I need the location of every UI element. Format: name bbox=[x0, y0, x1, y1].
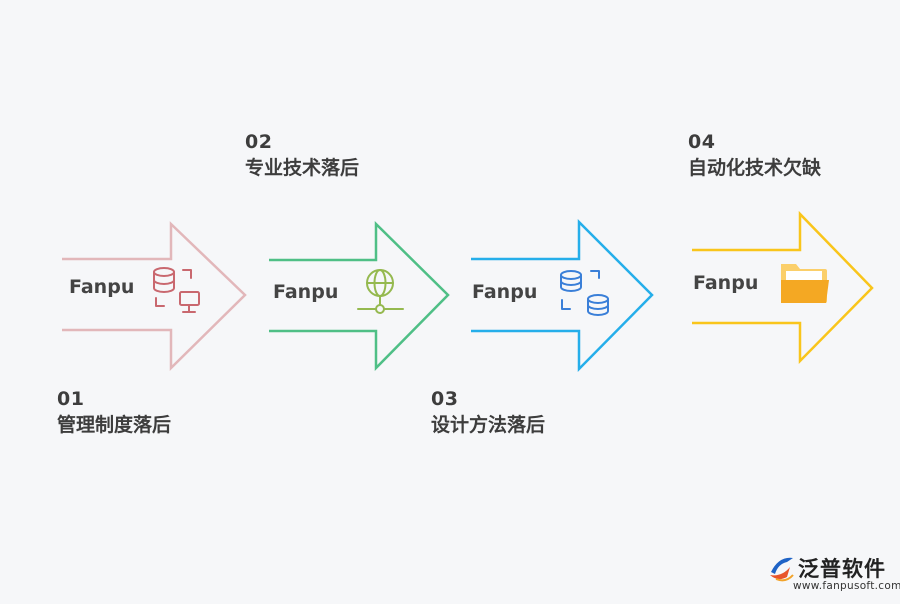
arrow-outline-02 bbox=[269, 221, 450, 372]
step-label-04: 04 自动化技术欠缺 bbox=[688, 131, 821, 181]
arrow-outline-04 bbox=[692, 210, 874, 365]
step-title: 专业技术落后 bbox=[245, 156, 360, 179]
step-label-03: 03 设计方法落后 bbox=[431, 388, 545, 438]
arrow-label-04: Fanpu bbox=[693, 272, 759, 294]
arrow-step-02 bbox=[269, 221, 450, 372]
database-monitor-icon bbox=[153, 267, 200, 313]
step-label-02: 02 专业技术落后 bbox=[245, 131, 359, 181]
arrow-label-03: Fanpu bbox=[472, 281, 538, 303]
folder-icon bbox=[781, 264, 829, 303]
arrow-outline-03 bbox=[471, 218, 654, 373]
step-number: 03 bbox=[431, 388, 459, 410]
arrow-step-01 bbox=[62, 221, 247, 371]
step-title: 管理制度落后 bbox=[57, 413, 172, 436]
watermark-url: www.fanpusoft.com bbox=[793, 580, 900, 592]
step-title: 自动化技术欠缺 bbox=[688, 156, 822, 179]
step-number: 01 bbox=[57, 388, 85, 410]
arrow-step-03 bbox=[471, 218, 654, 373]
database-transfer-icon bbox=[560, 270, 609, 316]
step-number: 04 bbox=[688, 131, 716, 153]
step-title: 设计方法落后 bbox=[431, 413, 546, 436]
step-label-01: 01 管理制度落后 bbox=[57, 388, 171, 438]
step-number: 02 bbox=[245, 131, 273, 153]
watermark-brand: 泛普软件 bbox=[798, 557, 886, 581]
arrow-label-02: Fanpu bbox=[273, 281, 339, 303]
arrow-outline-01 bbox=[62, 221, 247, 371]
arrow-label-01: Fanpu bbox=[69, 276, 135, 298]
brand-logo-icon bbox=[770, 557, 794, 582]
globe-network-icon bbox=[357, 269, 404, 314]
arrow-step-04 bbox=[692, 210, 874, 365]
